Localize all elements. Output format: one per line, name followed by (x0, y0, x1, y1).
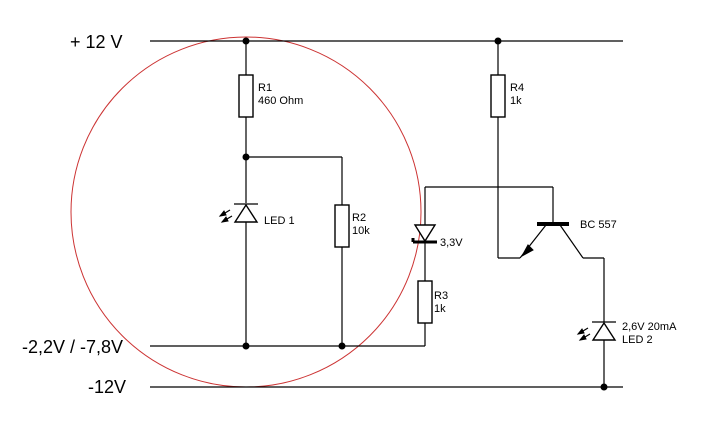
r4-value: 1k (510, 95, 522, 107)
junction-dot (494, 37, 502, 45)
r1-value: 460 Ohm (258, 95, 303, 107)
rail-bottom-label: -12V (88, 377, 126, 397)
junction-dot (338, 342, 346, 350)
r2-value: 10k (352, 225, 370, 237)
resistor-r4 (490, 74, 506, 118)
resistor-r3 (417, 280, 433, 324)
junction-dot (242, 342, 250, 350)
led1-symbol (218, 203, 259, 346)
r3-name: R3 (434, 290, 448, 302)
resistor-r2 (334, 204, 350, 248)
resistor-r1 (238, 74, 254, 118)
rail-mid-label: -2,2V / -7,8V (22, 337, 123, 357)
transistor-name: BC 557 (580, 219, 617, 231)
rail-top-label: + 12 V (70, 32, 123, 52)
zener-value: 3,3V (440, 237, 463, 249)
transistor-symbol (498, 187, 604, 259)
zener-diode-symbol (411, 224, 437, 244)
junction-dot (600, 383, 608, 391)
junction-dot (242, 37, 250, 45)
junction-dot (242, 153, 250, 161)
r1-name: R1 (258, 82, 272, 94)
led2-symbol (576, 321, 617, 387)
led2-name: LED 2 (622, 334, 653, 346)
led1-name: LED 1 (264, 215, 295, 227)
r3-value: 1k (434, 303, 446, 315)
led2-value: 2,6V 20mA (622, 321, 677, 333)
r4-name: R4 (510, 82, 524, 94)
r2-name: R2 (352, 212, 366, 224)
